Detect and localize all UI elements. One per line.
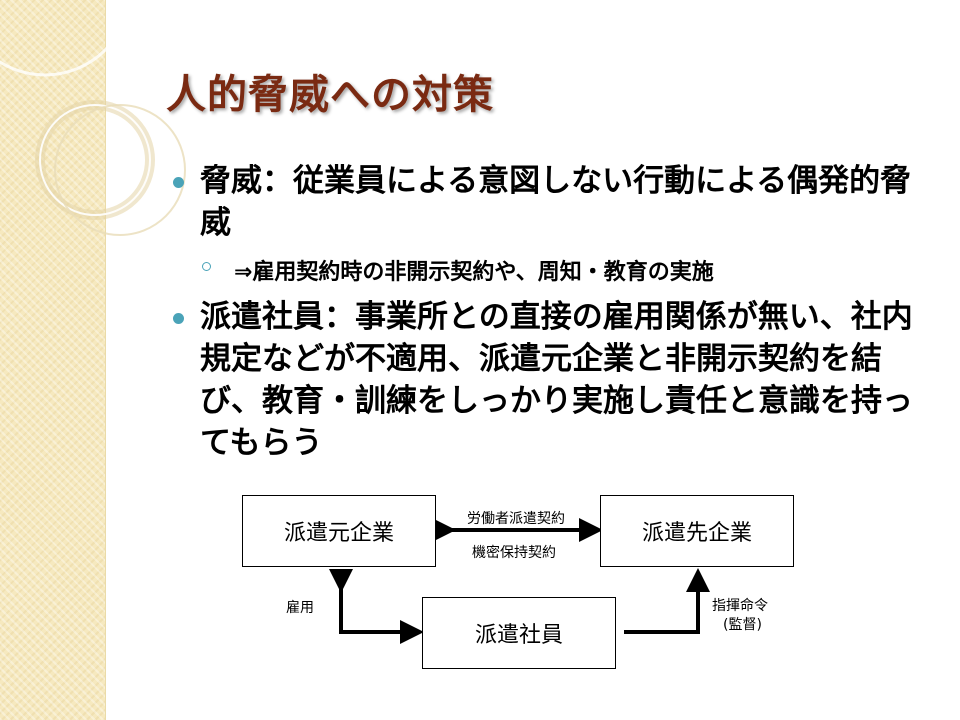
label-supervision: (監督) [723, 617, 762, 633]
label-contract-top: 労働者派遣契約 [467, 511, 565, 527]
label-command: 指揮命令 [712, 598, 768, 614]
box-dispatcher: 派遣元企業 [242, 495, 436, 567]
box-employee: 派遣社員 [422, 597, 616, 669]
box-client: 派遣先企業 [600, 495, 794, 567]
label-contract-bottom: 機密保持契約 [472, 545, 556, 561]
bullet-1-text: 脅威：従業員による意図しない行動による偶発的脅威 [200, 163, 912, 241]
bullet-dot [173, 313, 184, 324]
bullet-dot [173, 177, 184, 188]
slide-title: 人的脅威への対策 [166, 72, 494, 118]
label-employment: 雇用 [286, 600, 314, 616]
bullet-1-subtext: ⇒雇用契約時の非開示契約や、周知・教育の実施 [234, 260, 714, 285]
sub-bullet-dot [202, 262, 211, 271]
employment-arrow [329, 569, 424, 644]
bullet-2-text: 派遣社員：事業所との直接の雇用関係が無い、社内規定などが不適用、派遣元企業と非開… [200, 299, 913, 461]
decorative-circles [0, 0, 186, 236]
command-arrow [624, 568, 710, 634]
